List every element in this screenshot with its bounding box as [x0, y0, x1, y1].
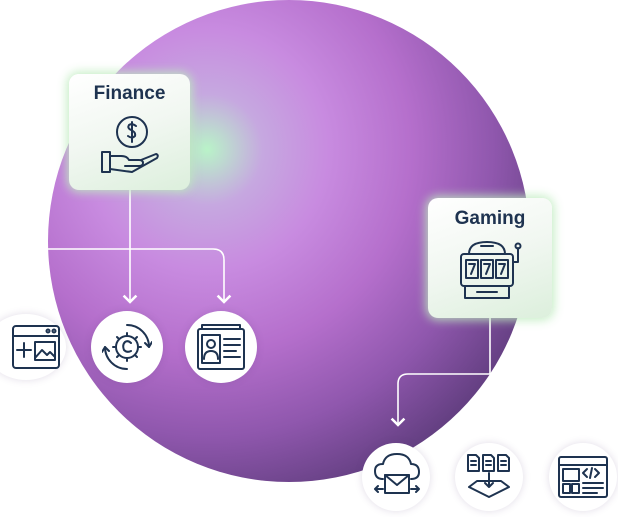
gaming-title: Gaming	[454, 208, 526, 229]
node-id-card[interactable]	[185, 311, 257, 383]
web-media-window-icon	[12, 325, 60, 369]
node-web-media[interactable]	[0, 314, 66, 380]
money-hand-icon	[101, 116, 159, 173]
node-document-upload[interactable]	[455, 443, 523, 511]
node-web-code-layout[interactable]	[549, 443, 617, 511]
slot-machine-icon	[460, 241, 522, 299]
finance-card[interactable]: Finance	[69, 74, 190, 190]
cloud-email-icon	[374, 453, 420, 494]
gaming-card[interactable]: Gaming	[428, 198, 552, 318]
document-upload-icon	[467, 454, 510, 498]
node-cloud-email[interactable]	[362, 443, 430, 511]
node-currency-exchange[interactable]	[91, 311, 163, 383]
id-card-icon	[197, 324, 245, 370]
web-code-layout-icon	[558, 456, 608, 498]
currency-exchange-cycle-icon	[102, 324, 152, 370]
finance-title: Finance	[93, 83, 166, 104]
